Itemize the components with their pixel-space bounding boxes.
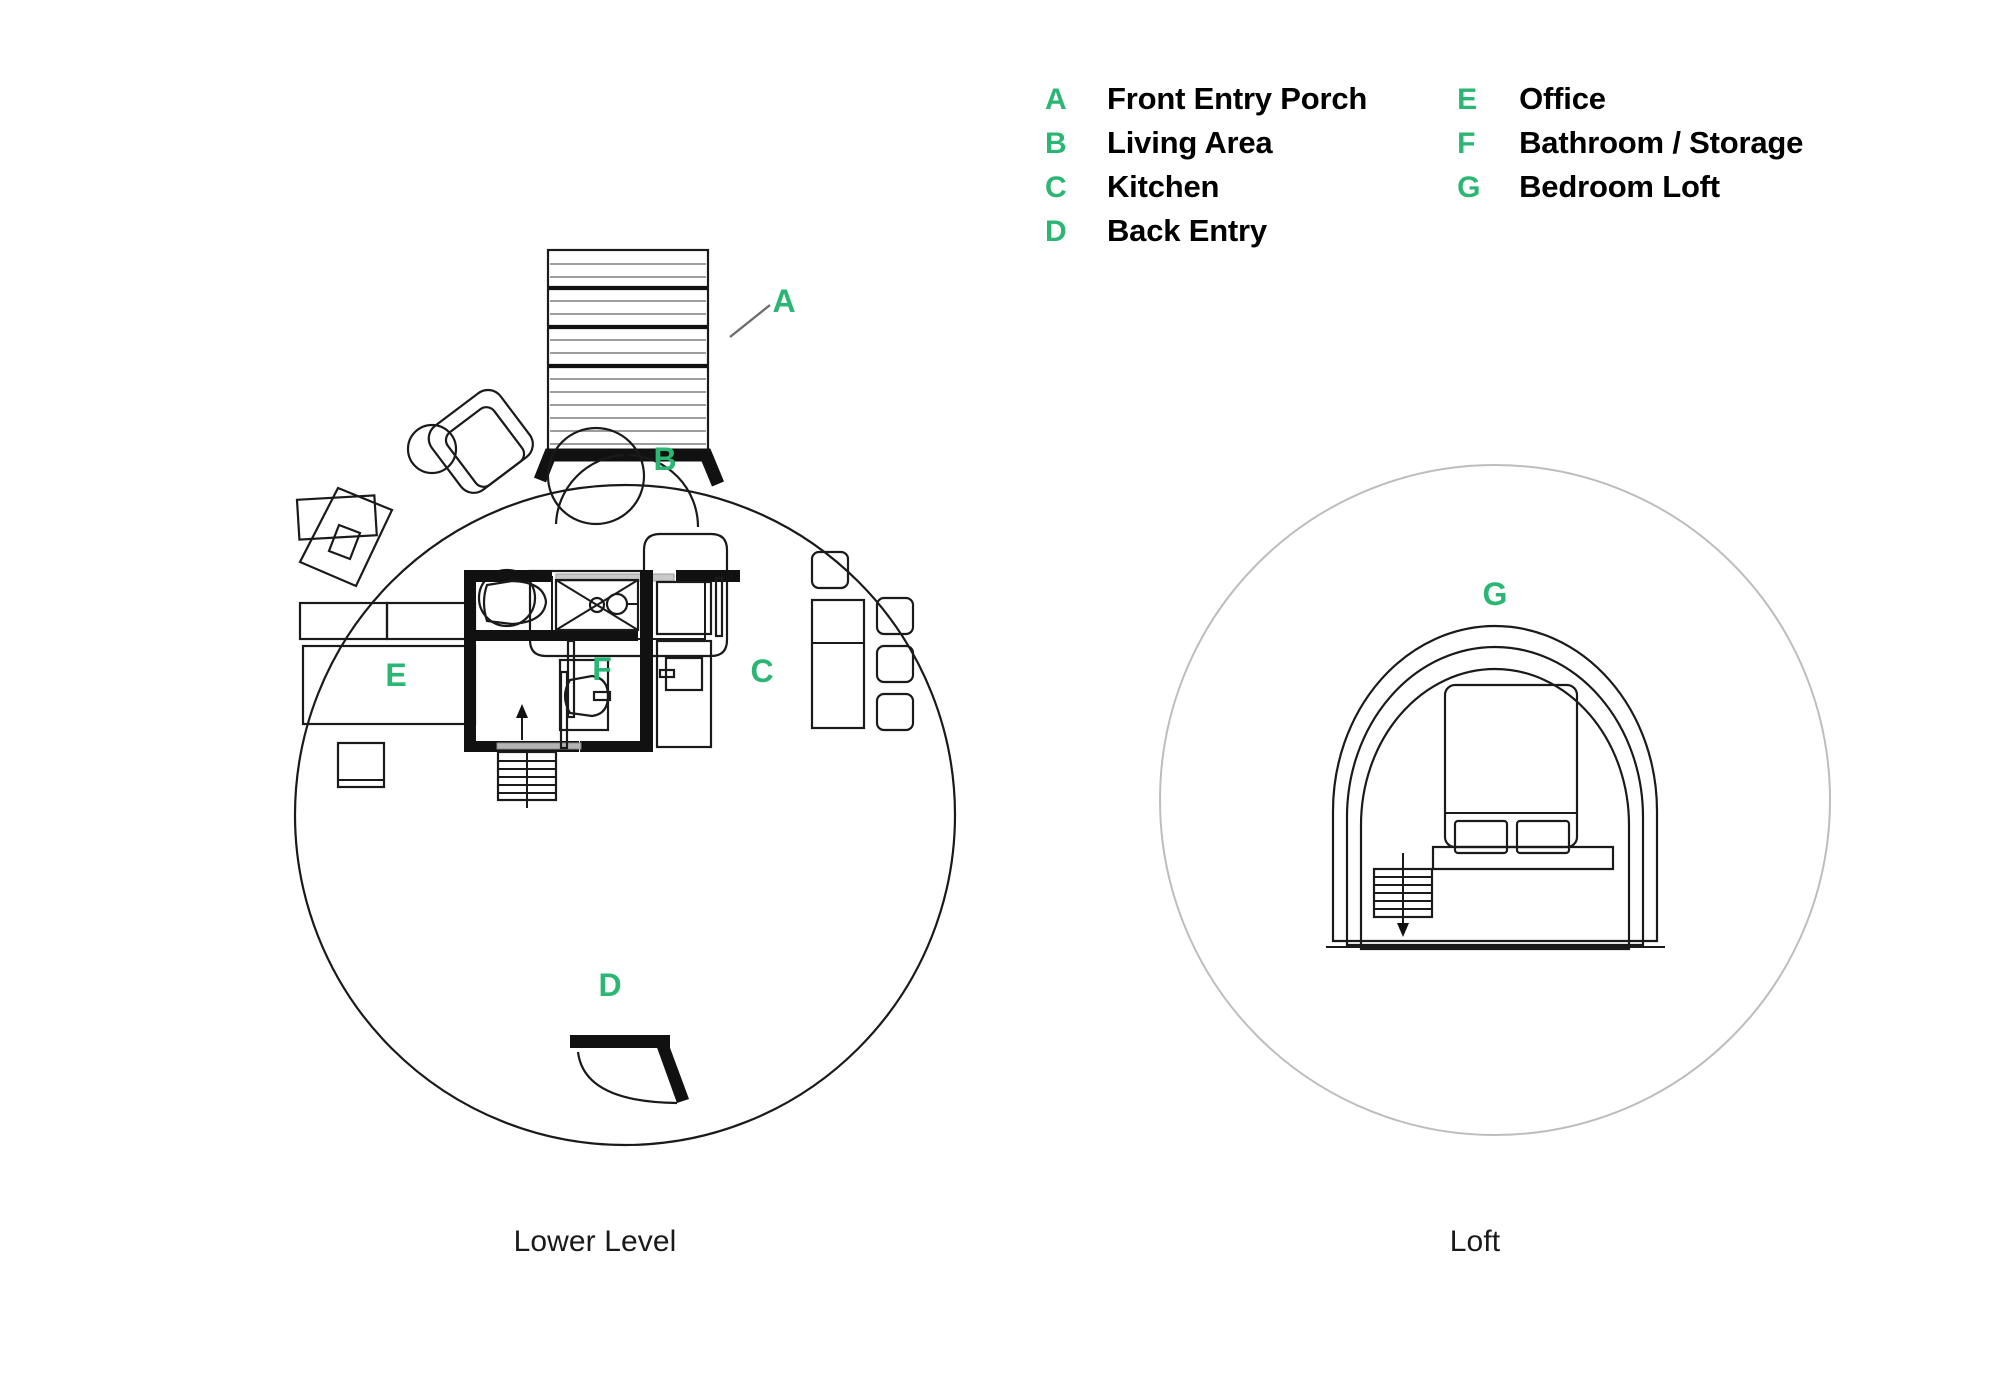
lower-level-caption: Lower Level (513, 1225, 677, 1258)
legend-label-g: Bedroom Loft (1519, 169, 1720, 204)
dining-chair (810, 550, 850, 590)
side-table-round (406, 423, 458, 475)
legend-key-e: E (1457, 83, 1478, 116)
room-key-g: G (1483, 576, 1508, 612)
legend-column-left: A Front Entry Porch B Living Area C Kitc… (1045, 78, 1367, 252)
dining-chair (875, 692, 915, 732)
legend-item-a: A Front Entry Porch (1045, 78, 1367, 120)
storage-closet (516, 639, 576, 750)
legend-label-d: Back Entry (1107, 213, 1267, 248)
bed (1431, 683, 1615, 871)
legend-label-e: Office (1519, 81, 1606, 116)
armchair (427, 388, 534, 494)
stair-to-loft (496, 750, 558, 808)
legend-item-e: E Office (1457, 78, 1803, 120)
legend-item-f: F Bathroom / Storage (1457, 122, 1803, 164)
label-a-leader: A (729, 283, 796, 338)
back-entry-door: D (570, 967, 689, 1105)
toilet (482, 579, 548, 626)
office-chair (336, 741, 386, 789)
cooktop (664, 656, 704, 692)
office-shelf-left (298, 601, 389, 641)
loft-shell (1326, 624, 1665, 951)
kitchen-counter (655, 639, 713, 749)
lower-level-shell (293, 483, 957, 1147)
room-key-c: C (750, 653, 773, 689)
legend-label-f: Bathroom / Storage (1519, 125, 1804, 160)
console-table-rotated (295, 486, 394, 588)
pillow-left (1453, 819, 1509, 855)
legend-label-b: Living Area (1107, 125, 1273, 160)
legend-key-b: B (1045, 127, 1067, 160)
lower-level-ghost-outline (1159, 464, 1831, 1136)
legend-key-g: G (1457, 171, 1481, 204)
kitchen: C (655, 550, 915, 749)
office-shelf-right (385, 601, 477, 641)
coffee-table-round (546, 426, 646, 526)
lower-level-plan: A (293, 248, 957, 1147)
pillow-right (1515, 819, 1571, 855)
legend-key-d: D (1045, 215, 1067, 248)
mattress (1443, 683, 1579, 849)
legend-key-a: A (1045, 83, 1067, 116)
legend-label-c: Kitchen (1107, 169, 1220, 204)
legend-item-c: C Kitchen (1045, 166, 1367, 208)
legend: A Front Entry Porch B Living Area C Kitc… (1045, 78, 1803, 252)
legend-label-a: Front Entry Porch (1107, 81, 1368, 116)
loft-caption: Loft (1449, 1225, 1501, 1258)
front-double-door (533, 448, 725, 528)
dining-chair (875, 644, 915, 684)
legend-item-d: D Back Entry (1045, 210, 1367, 252)
fridge (655, 580, 713, 636)
dining-table (810, 598, 866, 730)
dining-chair (875, 596, 915, 636)
shower (554, 578, 640, 632)
legend-column-right: E Office F Bathroom / Storage G Bedroom … (1457, 78, 1803, 208)
legend-key-f: F (1457, 127, 1476, 160)
room-key-e: E (385, 657, 406, 693)
office-furniture: E (298, 601, 477, 789)
room-key-d: D (598, 967, 621, 1003)
interior-walls (464, 570, 740, 752)
front-entry-porch-deck (546, 248, 710, 452)
room-key-a: A (772, 283, 795, 319)
room-key-f: F (592, 651, 612, 687)
legend-item-b: B Living Area (1045, 122, 1367, 164)
floorplan-sheet: A Front Entry Porch B Living Area C Kitc… (293, 78, 1831, 1258)
legend-item-g: G Bedroom Loft (1457, 166, 1803, 208)
bathroom-fixtures: F (482, 578, 640, 732)
loft-plan: G (1159, 464, 1831, 1136)
stair-down (1372, 853, 1434, 937)
room-key-b: B (653, 441, 676, 477)
legend-key-c: C (1045, 171, 1067, 204)
living-area-furniture (295, 388, 729, 658)
